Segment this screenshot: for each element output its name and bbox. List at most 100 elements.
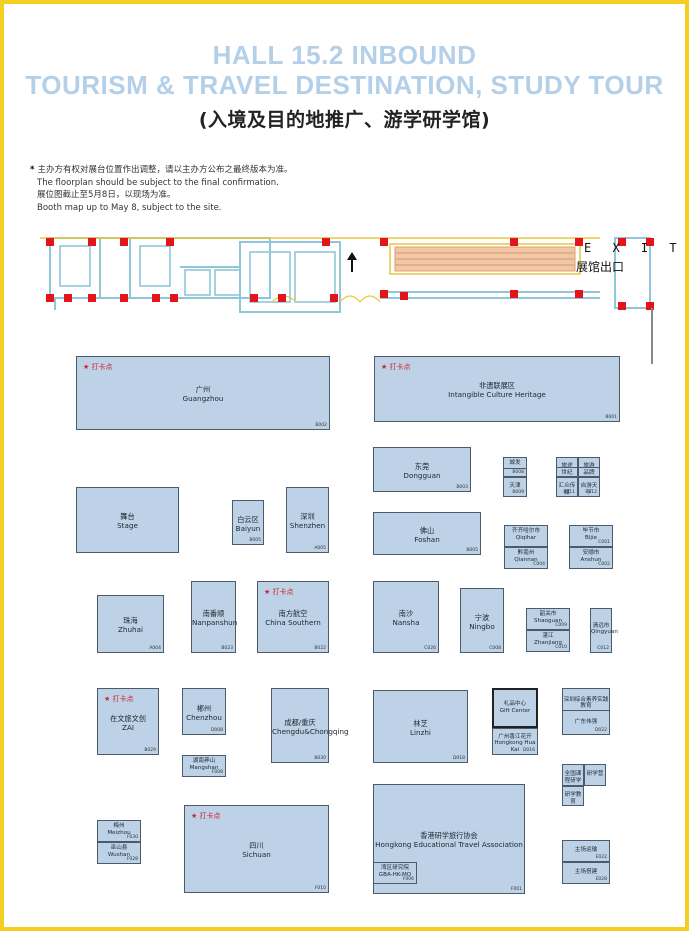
booth-code: C009 bbox=[555, 623, 567, 628]
booth-name-cn: 深圳 bbox=[300, 512, 315, 521]
hall-subtitle: TOURISM & TRAVEL DESTINATION, STUDY TOUR bbox=[25, 70, 664, 100]
booth-name-en: Mangshan bbox=[189, 764, 219, 771]
booth-name-en: Hongkong Educational Travel Association bbox=[375, 840, 523, 849]
booth-code: F010 bbox=[314, 886, 326, 891]
booth-code: B029 bbox=[144, 748, 156, 753]
booth-name-cn: 天津 bbox=[509, 483, 521, 489]
booth-code: B023 bbox=[221, 646, 233, 651]
booth-name-cn: 黔南州 bbox=[517, 550, 535, 556]
booth-code: B005 bbox=[466, 548, 478, 553]
booth-name-en: Baiyun bbox=[235, 523, 261, 533]
booth-code: B002 bbox=[315, 423, 327, 428]
booth-name-en: Wushan bbox=[107, 851, 131, 858]
booth-pinjie[interactable]: 品牌 bbox=[578, 467, 600, 477]
booth-name-en: Gift Center bbox=[499, 707, 531, 714]
booth-name-en: Stage bbox=[117, 521, 138, 530]
booth-name-cn: 广州 bbox=[195, 385, 211, 394]
booth-name-cn: 城发 bbox=[509, 460, 521, 466]
booth-code: C004 bbox=[533, 562, 545, 567]
booth-name-en: Chengdu&Chongqing bbox=[272, 726, 349, 736]
booth-kecheng[interactable]: 全国课程研学 bbox=[562, 764, 584, 786]
booth-code: B003 bbox=[456, 485, 468, 490]
booth-chengshi[interactable]: 城发 bbox=[503, 457, 527, 469]
booth-code: D016 bbox=[522, 748, 535, 753]
booth-name-en: Chenzhou bbox=[186, 712, 222, 722]
booth-name-cn: 郴州 bbox=[196, 703, 212, 713]
booth-code: C010 bbox=[555, 645, 567, 650]
booth-name-cn: 广州香江花开 bbox=[498, 733, 532, 740]
booth-name-en: Qiannan bbox=[514, 556, 538, 563]
booth-name-cn: 白云区 bbox=[237, 514, 259, 524]
yellow-lines bbox=[40, 237, 600, 275]
booth-name-cn: 南番顺 bbox=[202, 609, 225, 618]
booth-name-en: Zhuhai bbox=[118, 625, 143, 634]
booth-name-cn: 南沙 bbox=[398, 609, 414, 618]
booth-name-en: Linzhi bbox=[410, 727, 431, 737]
escalator bbox=[394, 246, 576, 272]
booth-name-cn: 韶关市 bbox=[539, 611, 557, 617]
booth-shiji[interactable]: 世纪 bbox=[556, 467, 578, 477]
asterisk-icon: * bbox=[30, 165, 35, 175]
booth-jiaoyu[interactable]: 研学教育 bbox=[562, 786, 584, 806]
booth-name-cn: 主场运输 bbox=[574, 847, 598, 853]
booth-name: 世纪 bbox=[557, 470, 577, 477]
booth-name-cn: 广东伟强 bbox=[574, 718, 598, 725]
booth-code: B012 bbox=[585, 490, 597, 495]
booth-name: 天津 bbox=[504, 483, 526, 490]
booth-name-cn: 南方航空 bbox=[278, 609, 308, 618]
booth-code: C012 bbox=[597, 646, 609, 651]
booth-code: C026 bbox=[424, 646, 436, 651]
booth-name-en: Intangible Culture Heritage bbox=[448, 390, 546, 399]
booth-name-en: Meizhou bbox=[107, 829, 131, 836]
booth-code: D018 bbox=[452, 756, 465, 761]
booth-yanxue[interactable]: 研学营 bbox=[584, 764, 606, 786]
booth-name-cn: 湛江 bbox=[542, 633, 554, 639]
note-en-2: Booth map up to May 8, subject to the si… bbox=[37, 202, 222, 213]
booth-name-cn: 东莞 bbox=[414, 461, 430, 471]
